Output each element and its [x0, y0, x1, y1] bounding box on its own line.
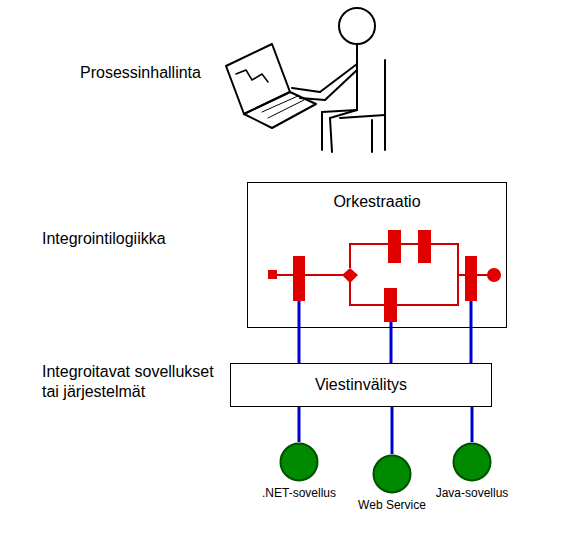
circle-shape — [279, 442, 319, 482]
application-circle: Java-sovellus — [452, 442, 492, 482]
box-title: Orkestraatio — [248, 183, 506, 211]
message-connector — [298, 328, 301, 363]
message-connector — [470, 328, 473, 363]
message-connector — [471, 407, 474, 442]
circle-shape — [452, 442, 492, 482]
message-connector — [391, 407, 394, 454]
layer-label: Integrointilogiikka — [42, 230, 166, 248]
circle-shape — [372, 454, 412, 494]
application-name: Java-sovellus — [436, 486, 509, 500]
messaging-box: Viestinvälitys — [230, 363, 492, 407]
application-circle: Web Service — [372, 454, 412, 494]
message-connector — [390, 328, 393, 363]
layer-label: Prosessinhallinta — [80, 64, 201, 82]
orchestration-box: Orkestraatio — [247, 182, 507, 328]
application-circle: .NET-sovellus — [279, 442, 319, 482]
box-title: Viestinvälitys — [231, 364, 491, 406]
message-connector — [298, 407, 301, 442]
layer-label: Integroitavat sovellukset tai järjestelm… — [42, 362, 222, 402]
application-name: .NET-sovellus — [262, 486, 336, 500]
application-name: Web Service — [358, 498, 426, 512]
orchestration-flow — [268, 230, 501, 328]
person-at-computer — [226, 8, 385, 152]
